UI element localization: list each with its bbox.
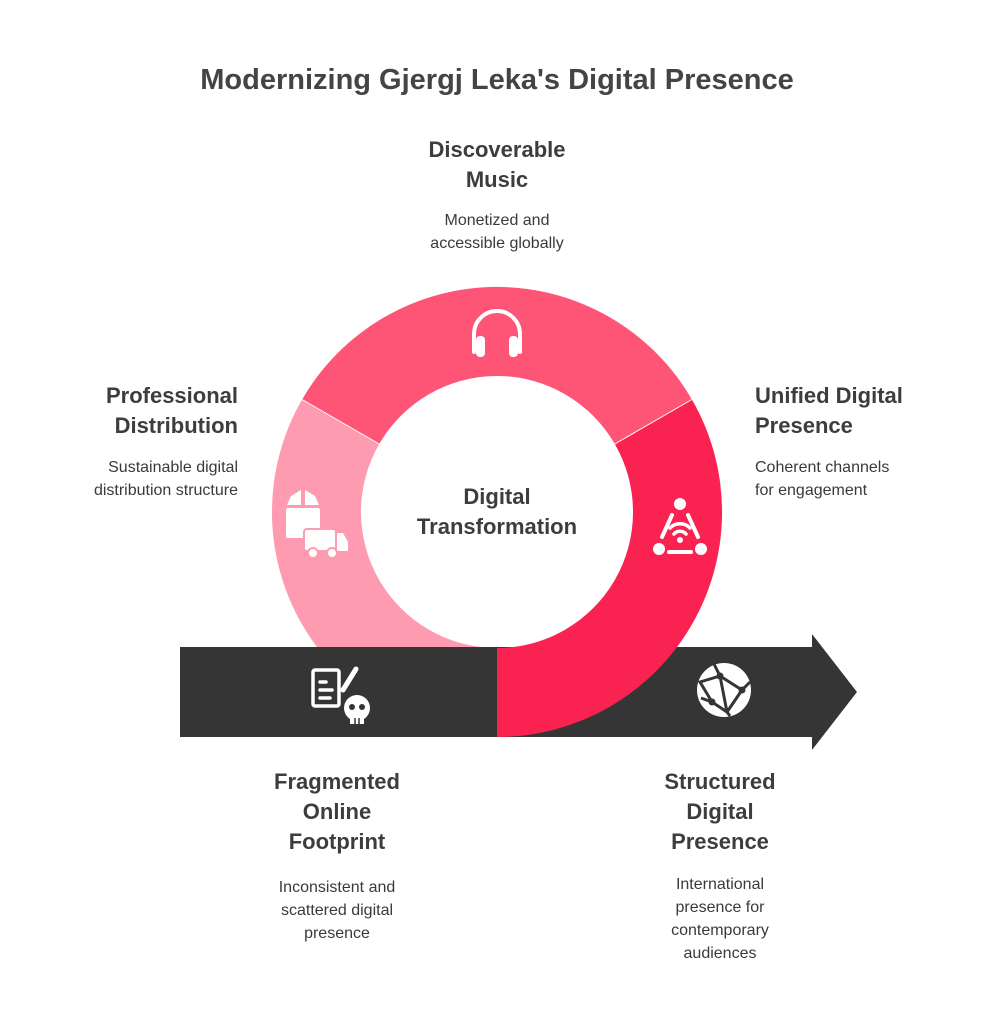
- fragmented-footprint-title: Fragmented Online Footprint: [274, 767, 400, 857]
- desc-line: distribution structure: [93, 482, 238, 499]
- professional-distribution-description: Sustainable digital distribution structu…: [94, 456, 238, 502]
- unified-digital-presence-title: Unified Digital Presence: [755, 381, 903, 441]
- fragmented-footprint-description: Inconsistent and scattered digital prese…: [279, 876, 396, 945]
- delivery-truck-icon: [286, 490, 348, 559]
- desc-line: for engagement: [755, 482, 868, 499]
- desc-line: Monetized and: [444, 212, 550, 229]
- title-line: Presence: [755, 413, 853, 438]
- document-skull-icon: [311, 666, 370, 724]
- discoverable-music-title: Discoverable Music: [429, 135, 566, 195]
- discoverable-music-description: Monetized and accessible globally: [430, 209, 563, 255]
- title-line: Professional: [105, 383, 238, 408]
- title-line: Fragmented: [274, 769, 400, 794]
- center-line: Digital: [463, 484, 531, 509]
- title-line: Digital: [686, 799, 754, 824]
- desc-line: International: [675, 876, 765, 893]
- title-line: Structured: [664, 769, 776, 794]
- professional-distribution-title: Professional Distribution: [106, 381, 238, 441]
- segment-unified-digital-presence: [497, 399, 723, 737]
- desc-line: contemporary: [671, 922, 769, 939]
- desc-line: Sustainable digital: [108, 459, 238, 476]
- center-label: Digital Transformation: [417, 482, 577, 542]
- structured-presence-title: Structured Digital Presence: [664, 767, 775, 857]
- title-line: Presence: [671, 829, 769, 854]
- title-line: Music: [465, 167, 529, 192]
- diagram-title: Modernizing Gjergj Leka's Digital Presen…: [200, 64, 794, 96]
- desc-line: Inconsistent and: [278, 879, 396, 896]
- unified-digital-presence-description: Coherent channels for engagement: [755, 456, 889, 502]
- desc-line: presence for: [675, 899, 765, 916]
- structured-presence-description: International presence for contemporary …: [671, 873, 769, 965]
- title-line: Discoverable: [428, 137, 566, 162]
- network-icon: [653, 498, 707, 555]
- headphones-icon: [472, 309, 522, 357]
- desc-line: presence: [304, 925, 370, 942]
- title-line: Footprint: [288, 829, 386, 854]
- desc-line: Coherent channels: [755, 459, 890, 476]
- title-line: Unified Digital: [755, 383, 903, 408]
- center-line: Transformation: [416, 514, 578, 539]
- globe-icon: [697, 663, 752, 717]
- desc-line: accessible globally: [430, 235, 564, 252]
- desc-line: scattered digital: [280, 902, 394, 919]
- desc-line: audiences: [683, 945, 757, 962]
- segment-discoverable-music: [302, 286, 692, 444]
- title-line: Distribution: [114, 413, 238, 438]
- title-line: Online: [302, 799, 372, 824]
